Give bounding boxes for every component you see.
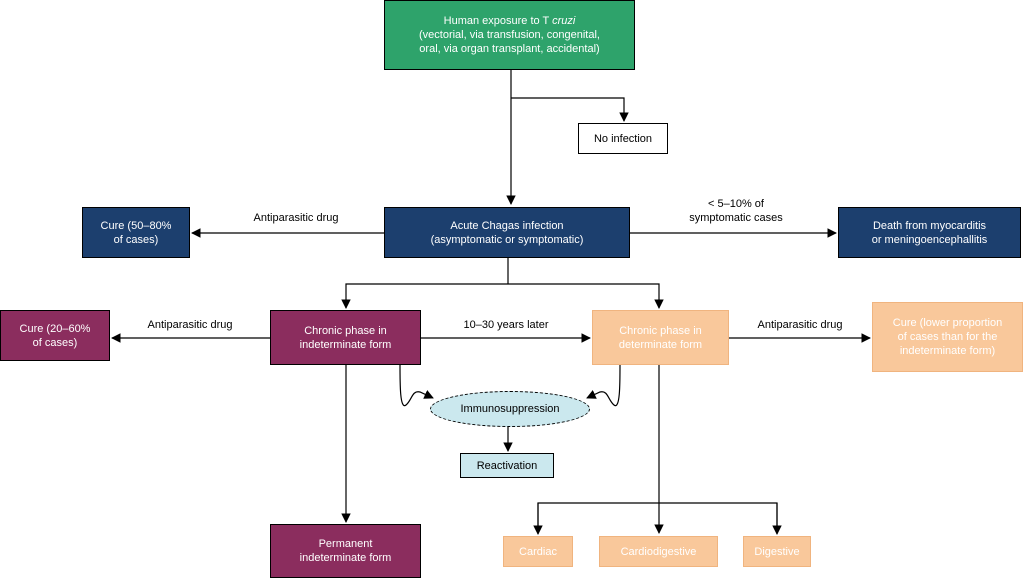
node-no-infection: No infection [578,123,668,154]
node-cure-determinate: Cure (lower proportion of cases than for… [872,302,1023,372]
node-death: Death from myocarditis or meningoencepha… [838,207,1021,258]
no-infection-label: No infection [593,132,653,145]
node-digestive: Digestive [743,536,811,567]
arrow-to-chronic-determinate [508,283,664,309]
permanent-label: Permanent indeterminate form [299,538,392,564]
label-antiparasitic-indeterminate: Antiparasitic drug [147,319,233,331]
node-human-exposure: Human exposure to T cruzi (vectorial, vi… [384,0,635,70]
curve-determinate-to-immunosuppression [586,364,621,407]
cure-acute-label: Cure (50–80% of cases) [100,219,172,246]
node-cardiac: Cardiac [503,536,573,567]
node-chronic-indeterminate: Chronic phase in indeterminate form [270,310,421,365]
curve-indeterminate-to-immunosuppression [399,364,434,407]
node-cure-indeterminate: Cure (20–60% of cases) [0,310,110,361]
digestive-label: Digestive [754,545,800,558]
label-years-later: 10–30 years later [463,319,549,331]
acute-label: Acute Chagas infection (asymptomatic or … [430,219,584,246]
label-antiparasitic-acute: Antiparasitic drug [253,212,339,224]
death-label: Death from myocarditis or meningoencepha… [871,219,988,246]
cure-determinate-label: Cure (lower proportion of cases than for… [892,317,1003,357]
exposure-routes: (vectorial, via transfusion, congenital,… [419,29,600,55]
node-chronic-determinate: Chronic phase in determinate form [592,310,729,365]
cardiodigestive-label: Cardiodigestive [620,545,697,558]
line-forms-bar [537,502,778,533]
cure-indeterminate-label: Cure (20–60% of cases) [19,322,91,349]
exposure-title-italic: cruzi [552,15,576,27]
label-death-rate: < 5–10% of symptomatic cases [689,198,783,224]
immunosuppression-label: Immunosuppression [460,403,560,415]
arrow-to-chronic-indeterminate [341,283,508,309]
node-acute-infection: Acute Chagas infection (asymptomatic or … [384,207,630,258]
node-cardiodigestive: Cardiodigestive [599,536,718,567]
node-cure-acute: Cure (50–80% of cases) [82,207,190,258]
node-permanent-indeterminate: Permanent indeterminate form [270,524,421,578]
cardiac-label: Cardiac [519,545,557,558]
label-antiparasitic-determinate: Antiparasitic drug [757,319,843,331]
node-immunosuppression: Immunosuppression [430,391,590,427]
reactivation-label: Reactivation [476,459,538,472]
exposure-title: Human exposure to T [443,15,553,27]
chronic-determinate-label: Chronic phase in determinate form [618,324,703,351]
arrow-exposure-to-no-infection [511,97,629,122]
node-reactivation: Reactivation [460,453,554,478]
chronic-indeterminate-label: Chronic phase in indeterminate form [299,324,392,351]
